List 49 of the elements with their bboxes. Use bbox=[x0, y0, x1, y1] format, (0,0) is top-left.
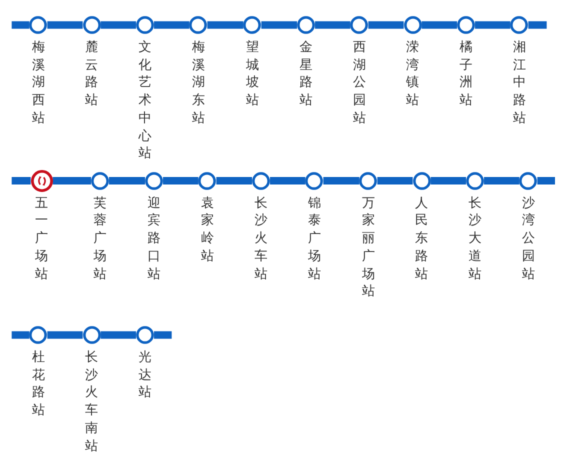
track-line bbox=[154, 21, 190, 29]
track-line bbox=[270, 176, 306, 184]
station-name: 沙湾公园站 bbox=[522, 194, 535, 284]
station-name: 麓云路站 bbox=[85, 39, 98, 110]
track-line bbox=[475, 21, 510, 29]
track-line bbox=[163, 176, 198, 184]
station-name: 长沙大道站 bbox=[468, 194, 482, 284]
track-line bbox=[537, 176, 555, 184]
station-name: 五一广场站 bbox=[35, 194, 48, 284]
track-line bbox=[100, 331, 136, 339]
station-name: 梅溪湖东站 bbox=[192, 39, 205, 128]
station-name: 长沙火车南站 bbox=[85, 349, 98, 456]
track-line bbox=[315, 21, 350, 29]
station-name: 万家丽广场站 bbox=[362, 194, 375, 301]
track-line bbox=[422, 21, 457, 29]
track-line bbox=[528, 21, 547, 29]
station-name: 湘江中路站 bbox=[512, 39, 526, 128]
station-name: 人民东路站 bbox=[415, 194, 428, 284]
station-name: 梅溪湖西站 bbox=[32, 39, 45, 128]
station-name: 袁家岭站 bbox=[200, 194, 214, 266]
station-name: 芙蓉广场站 bbox=[94, 194, 106, 284]
track-line bbox=[100, 21, 136, 29]
station-name: 杜花路站 bbox=[32, 349, 45, 420]
track-line bbox=[47, 331, 83, 339]
station-name: 溁湾镇站 bbox=[406, 39, 420, 110]
track-line bbox=[52, 176, 91, 184]
track-line bbox=[47, 21, 83, 29]
track-line bbox=[377, 176, 413, 184]
track-line bbox=[323, 176, 360, 184]
station-name: 文化艺术中心站 bbox=[138, 39, 152, 163]
track-line bbox=[154, 331, 172, 339]
station-name: 光达站 bbox=[138, 349, 152, 402]
track-line bbox=[12, 21, 30, 29]
station-name: 橘子洲站 bbox=[460, 39, 472, 110]
track-line bbox=[484, 176, 520, 184]
station-name: 长沙火车站 bbox=[254, 194, 268, 284]
track-line bbox=[109, 176, 145, 184]
track-line bbox=[216, 176, 252, 184]
track-line bbox=[207, 21, 244, 29]
track-line bbox=[261, 21, 297, 29]
track-line bbox=[12, 176, 31, 184]
track-line bbox=[12, 331, 30, 339]
station-name: 迎宾路口站 bbox=[148, 194, 160, 284]
station-name: 望城坡站 bbox=[246, 39, 259, 110]
track-line bbox=[368, 21, 404, 29]
station-name: 西湖公园站 bbox=[352, 39, 366, 128]
station-name: 锦泰广场站 bbox=[308, 194, 321, 284]
station-name: 金星路站 bbox=[300, 39, 312, 110]
track-line bbox=[430, 176, 466, 184]
